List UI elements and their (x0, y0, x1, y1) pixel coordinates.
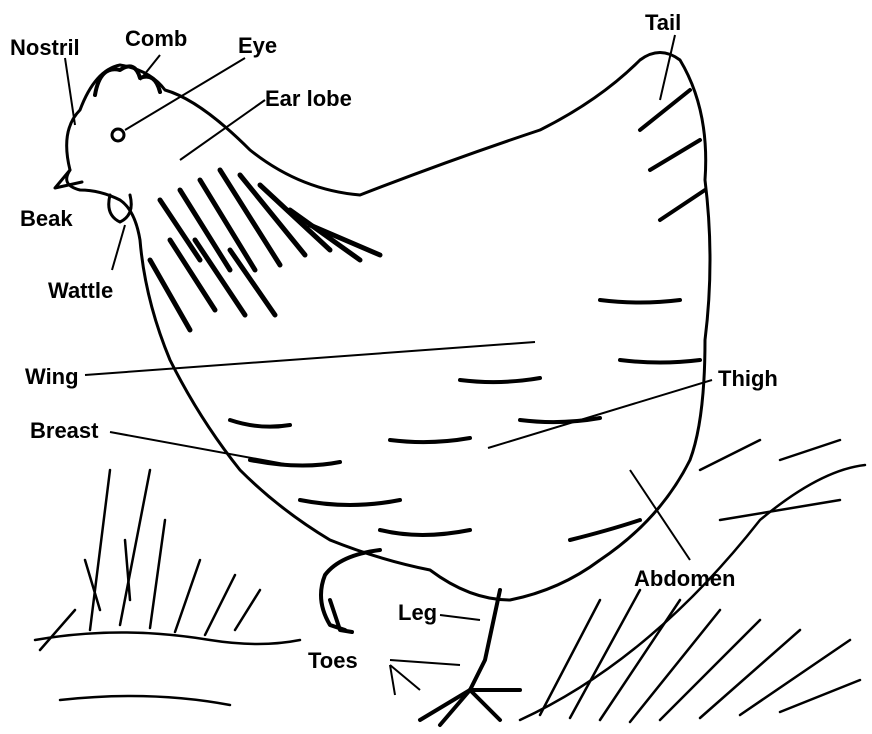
label-wattle: Wattle (48, 280, 113, 302)
label-toes: Toes (308, 650, 358, 672)
comb-shape (95, 66, 160, 95)
legs-and-feet (321, 550, 520, 725)
beak-shape (55, 170, 82, 188)
label-wing: Wing (25, 366, 79, 388)
grass-left (35, 470, 300, 705)
leader-lines (65, 35, 712, 695)
label-beak: Beak (20, 208, 73, 230)
chicken-body-outline (67, 53, 710, 601)
label-tail: Tail (645, 12, 681, 34)
label-thigh: Thigh (718, 368, 778, 390)
label-comb: Comb (125, 28, 187, 50)
label-nostril: Nostril (10, 37, 80, 59)
label-eye: Eye (238, 35, 277, 57)
label-leg: Leg (398, 602, 437, 624)
body-feather-marks (230, 90, 705, 540)
label-breast: Breast (30, 420, 98, 442)
label-abdomen: Abdomen (634, 568, 735, 590)
label-ear-lobe: Ear lobe (265, 88, 352, 110)
eye-shape (112, 129, 124, 141)
